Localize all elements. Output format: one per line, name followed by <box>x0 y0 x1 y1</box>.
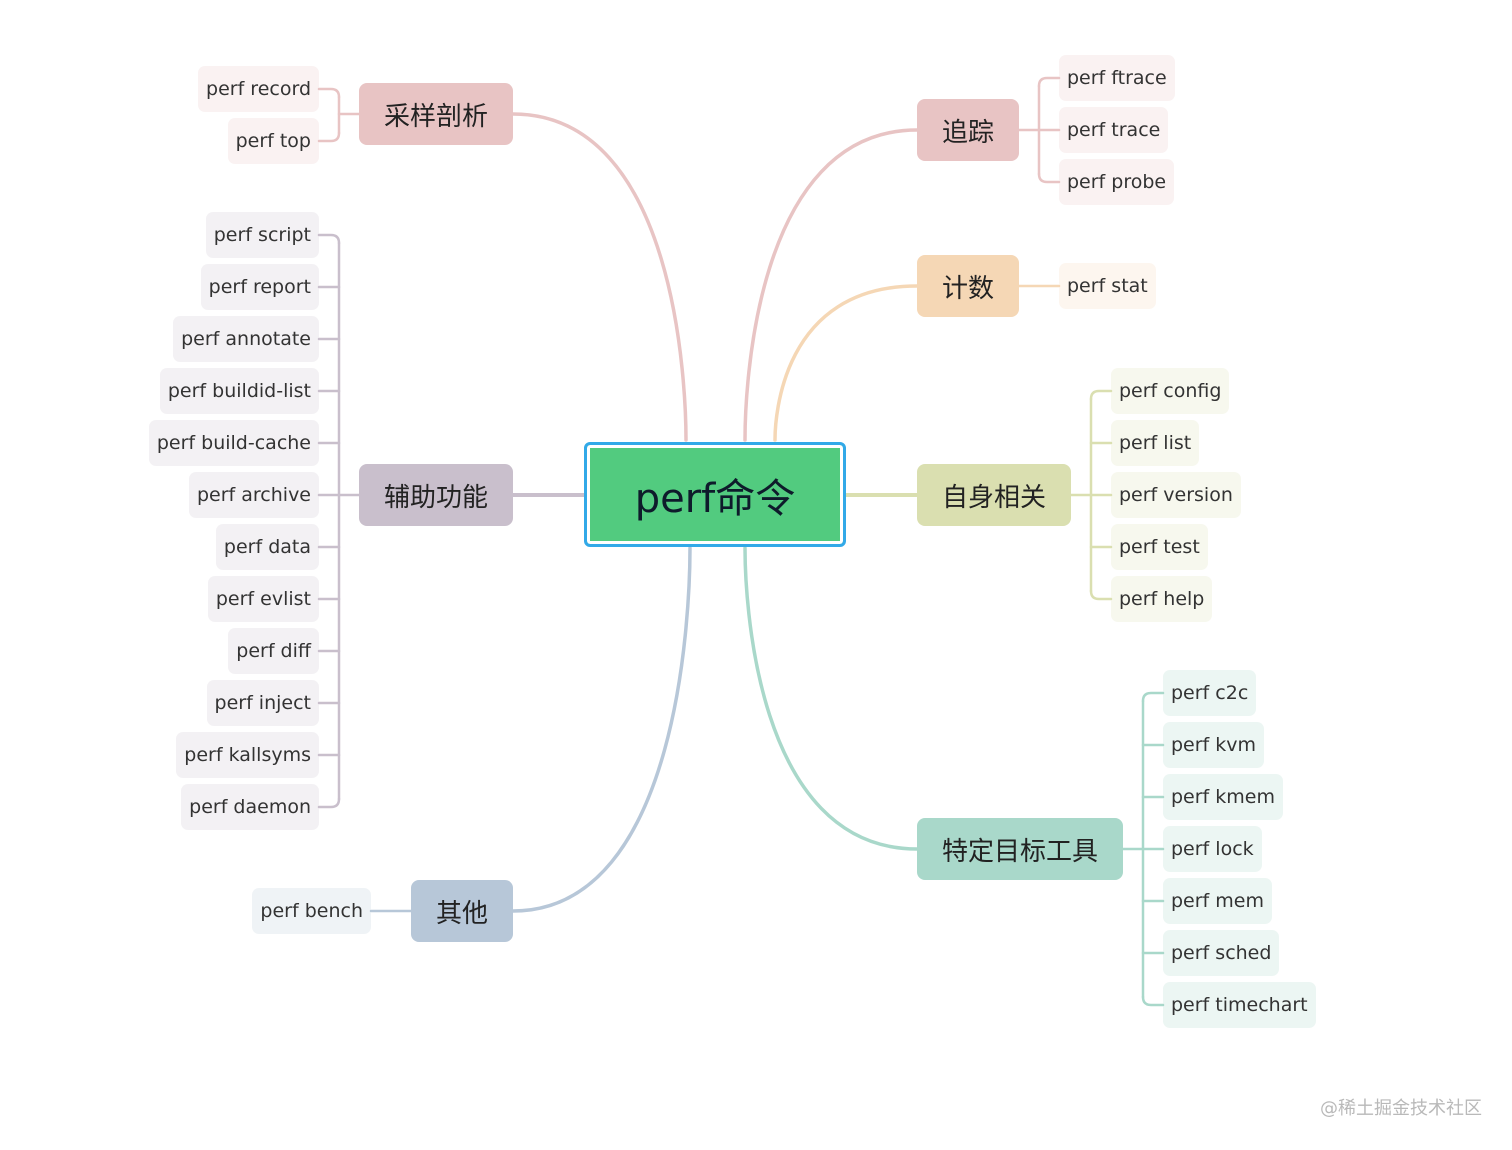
leaf-node[interactable]: perf script <box>205 212 319 258</box>
leaf-node[interactable]: perf ftrace <box>1059 55 1175 101</box>
leaf-node[interactable]: perf evlist <box>207 576 319 622</box>
leaf-node[interactable]: perf kmem <box>1163 774 1283 820</box>
watermark: @稀土掘金技术社区 <box>1320 1098 1482 1119</box>
leaf-node[interactable]: perf bench <box>252 888 371 934</box>
leaf-node[interactable]: perf timechart <box>1163 982 1316 1028</box>
leaf-node[interactable]: perf probe <box>1059 159 1175 205</box>
branch-node-auxiliary[interactable]: 辅助功能 <box>359 464 513 526</box>
leaf-node[interactable]: perf buildid-list <box>159 368 319 414</box>
leaf-node[interactable]: perf top <box>227 118 319 164</box>
leaf-node[interactable]: perf record <box>198 66 319 112</box>
branch-node-counting[interactable]: 计数 <box>917 255 1019 317</box>
leaf-node[interactable]: perf config <box>1111 368 1230 414</box>
leaf-node[interactable]: perf c2c <box>1163 670 1257 716</box>
leaf-node[interactable]: perf daemon <box>181 784 319 830</box>
leaf-node[interactable]: perf archive <box>188 472 319 518</box>
leaf-node[interactable]: perf annotate <box>173 316 319 362</box>
leaf-node[interactable]: perf inject <box>206 680 319 726</box>
leaf-node[interactable]: perf report <box>200 264 319 310</box>
leaf-node[interactable]: perf sched <box>1163 930 1280 976</box>
leaf-node[interactable]: perf data <box>215 524 319 570</box>
leaf-node[interactable]: perf kvm <box>1163 722 1265 768</box>
branch-node-other[interactable]: 其他 <box>411 880 513 942</box>
leaf-node[interactable]: perf stat <box>1059 263 1156 309</box>
branch-node-tracing[interactable]: 追踪 <box>917 99 1019 161</box>
leaf-node[interactable]: perf mem <box>1163 878 1272 924</box>
leaf-node[interactable]: perf kallsyms <box>176 732 319 778</box>
leaf-node[interactable]: perf trace <box>1059 107 1169 153</box>
leaf-node[interactable]: perf diff <box>228 628 319 674</box>
root-node[interactable]: perf命令 <box>584 442 846 547</box>
leaf-node[interactable]: perf version <box>1111 472 1241 518</box>
leaf-node[interactable]: perf test <box>1111 524 1208 570</box>
leaf-node[interactable]: perf help <box>1111 576 1213 622</box>
leaf-node[interactable]: perf lock <box>1163 826 1262 872</box>
branch-node-sampling[interactable]: 采样剖析 <box>359 83 513 145</box>
branch-node-self[interactable]: 自身相关 <box>917 464 1071 526</box>
branch-node-target[interactable]: 特定目标工具 <box>917 818 1123 880</box>
leaf-node[interactable]: perf list <box>1111 420 1200 466</box>
leaf-node[interactable]: perf build-cache <box>148 420 319 466</box>
